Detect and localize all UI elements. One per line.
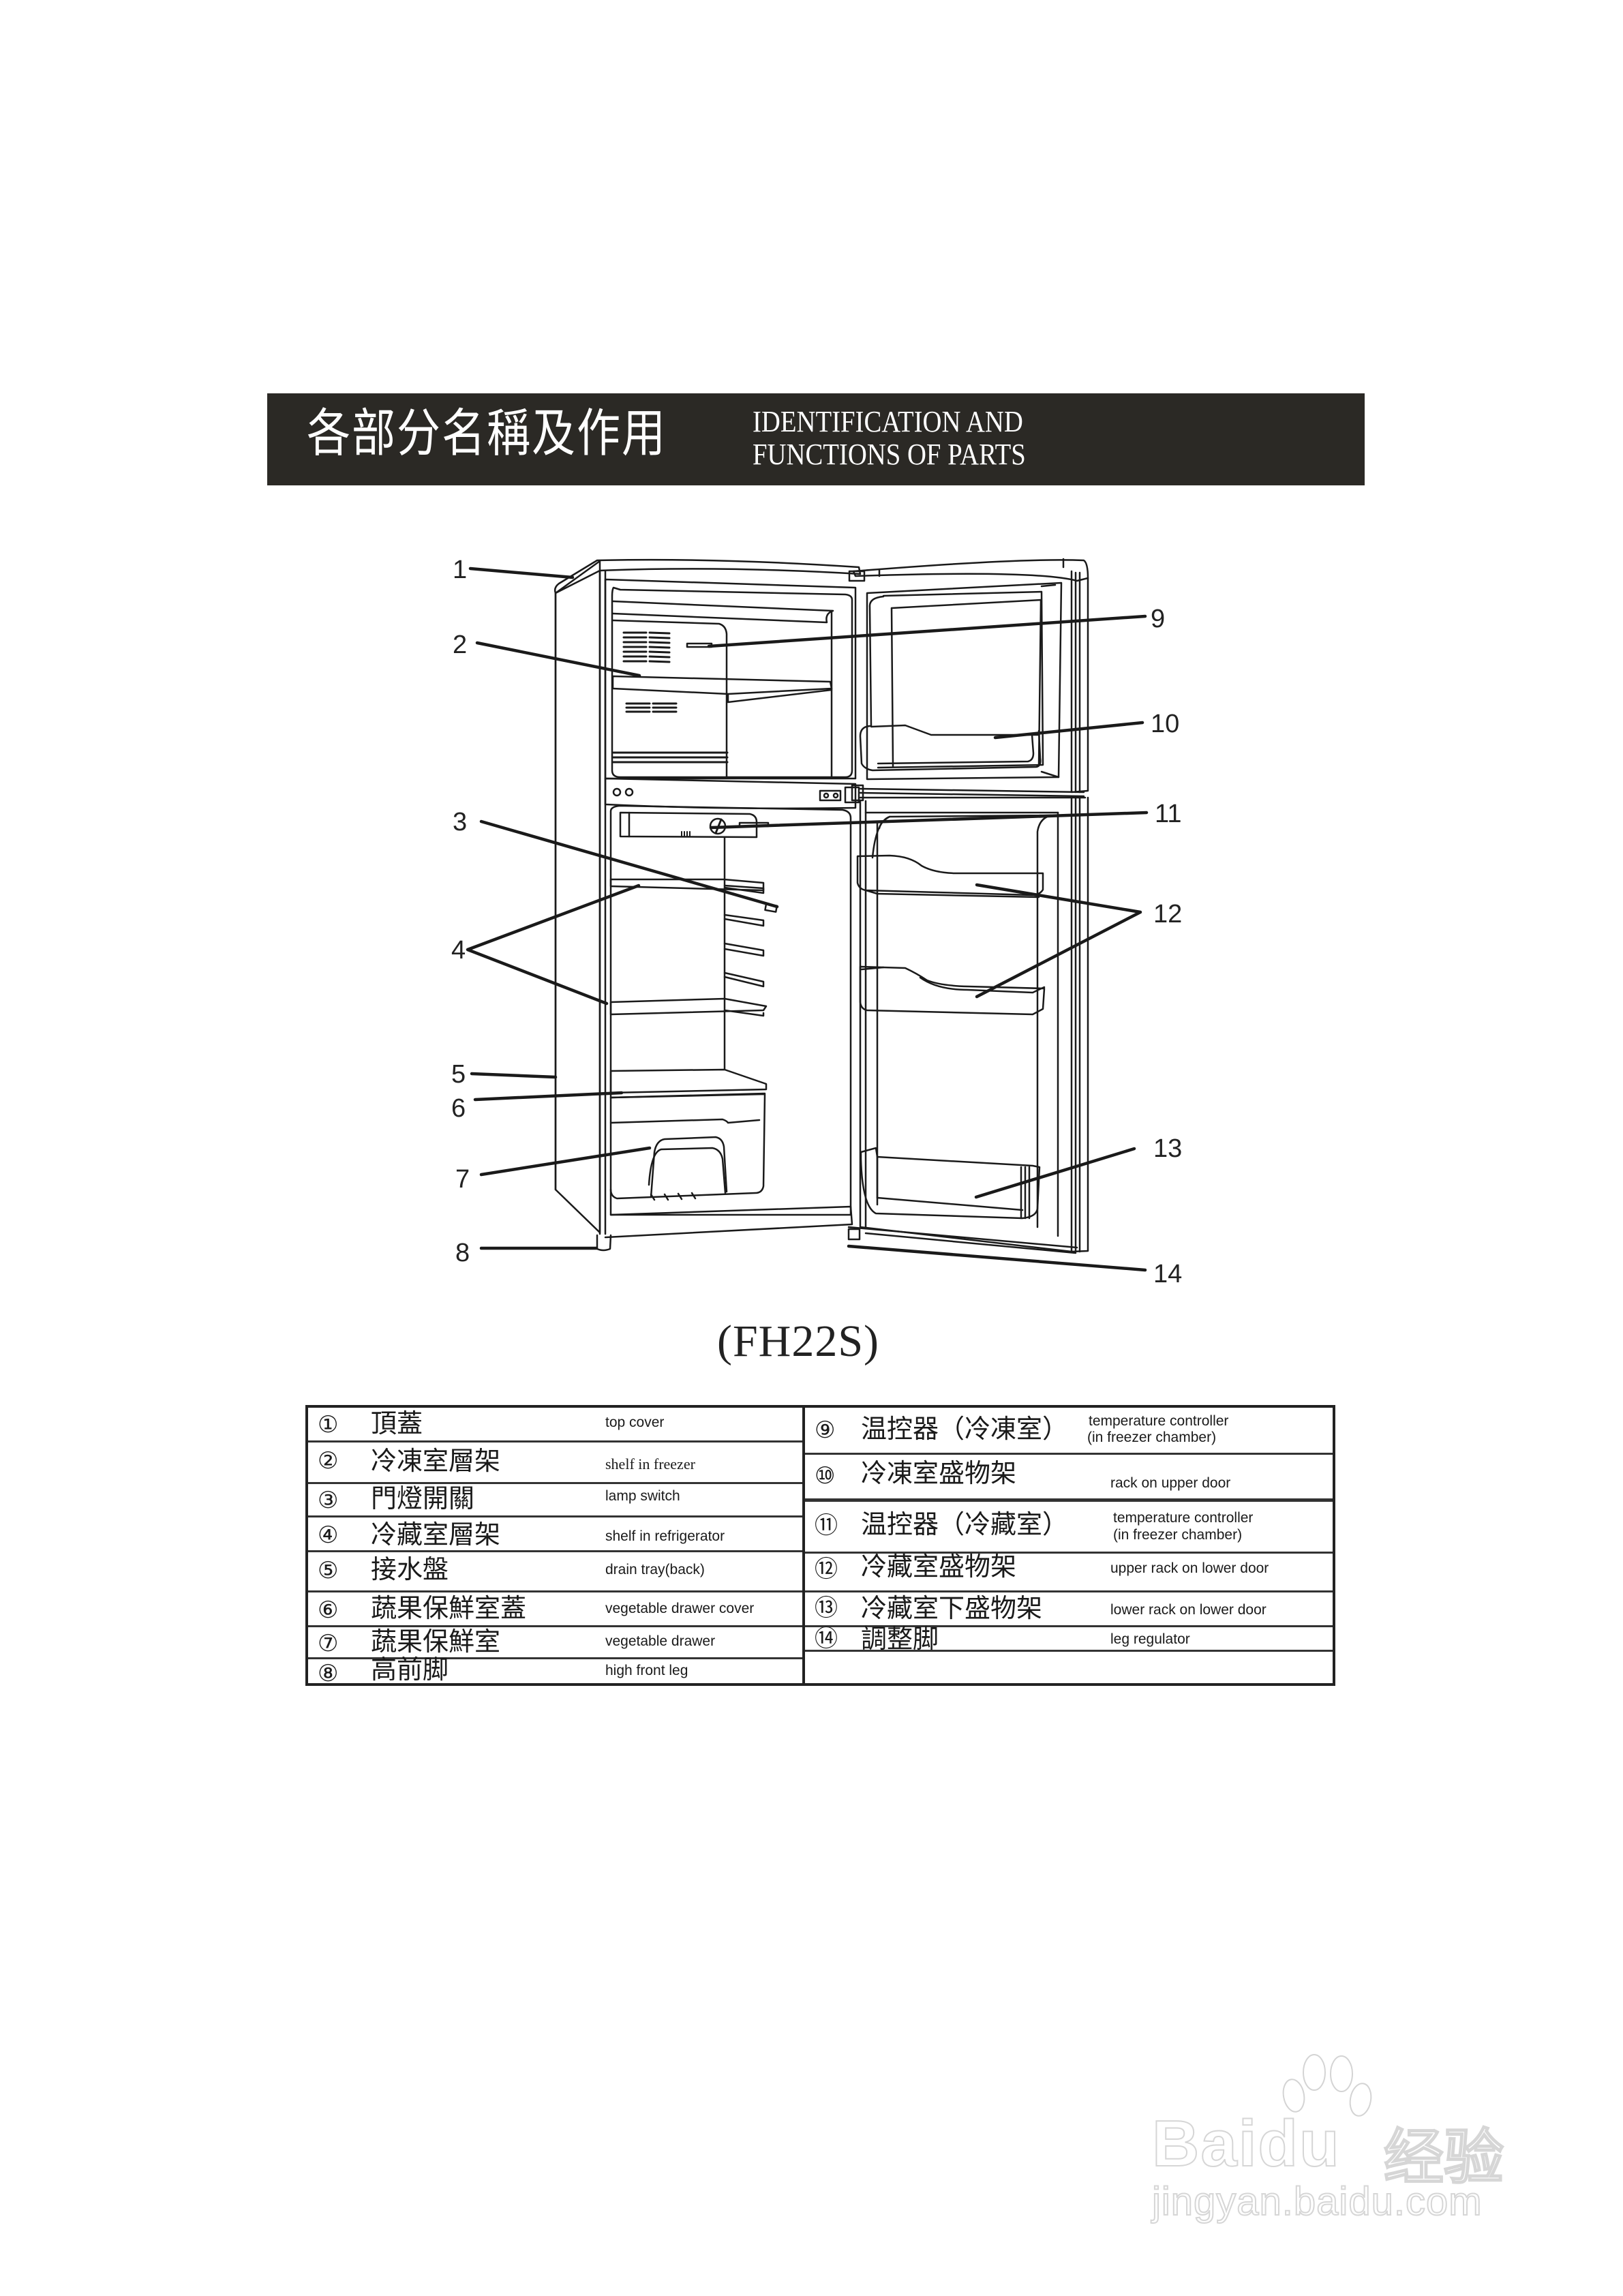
table-row: ① 頂蓋 top cover [308, 1408, 802, 1442]
header-title-cn: 各部分名稱及作用 [307, 404, 667, 464]
part-number: ⑤ [318, 1557, 339, 1584]
callout-13: 13 [1153, 1134, 1183, 1163]
part-name-cn: 調整脚 [861, 1624, 939, 1654]
part-name-en: lamp switch [605, 1488, 680, 1504]
table-row: ⑩ 冷凍室盛物架 rack on upper door [805, 1455, 1333, 1500]
part-name-en-line2: (in freezer chamber) [1087, 1430, 1217, 1445]
part-name-en: top cover [605, 1415, 665, 1430]
part-number: ④ [318, 1522, 339, 1549]
paw-icon [1282, 2054, 1372, 2117]
callout-5: 5 [451, 1060, 466, 1089]
callout-12: 12 [1153, 900, 1183, 928]
callout-9: 9 [1151, 605, 1166, 633]
callout-7: 7 [455, 1165, 470, 1194]
table-row: ④ 冷藏室層架 shelf in refrigerator [308, 1517, 802, 1552]
callout-1: 1 [453, 556, 468, 584]
part-name-cn: 温控器（冷藏室） [861, 1509, 1069, 1539]
refrigerator-diagram: 1 2 3 4 5 6 7 8 9 10 11 12 13 14 [451, 556, 1183, 1288]
part-name-en: shelf in freezer [605, 1455, 695, 1472]
part-name-cn: 蔬果保鮮室蓋 [371, 1593, 527, 1623]
header-title-en-line2: FUNCTIONS OF PARTS [753, 438, 1026, 471]
part-number: ⑥ [318, 1597, 339, 1624]
part-name-cn: 頂蓋 [371, 1408, 423, 1438]
part-number: ⑫ [815, 1556, 838, 1583]
watermark-url: jingyan.baidu.com [1151, 2179, 1483, 2224]
part-number: ③ [318, 1487, 339, 1514]
part-name-cn: 冷凍室層架 [371, 1446, 501, 1476]
header-title-en-line1: IDENTIFICATION AND [753, 405, 1023, 438]
watermark-cn: 经验 [1383, 2121, 1504, 2193]
part-name-en: leg regulator [1110, 1631, 1190, 1647]
part-number: ⑦ [318, 1630, 339, 1657]
part-name-cn: 門燈開關 [371, 1483, 475, 1513]
part-number: ⑧ [318, 1660, 339, 1687]
part-name-en: high front leg [605, 1663, 688, 1678]
callout-3: 3 [453, 808, 468, 836]
table-row: ⑭ 調整脚 leg regulator [805, 1624, 1333, 1654]
part-name-cn: 高前脚 [371, 1655, 449, 1685]
table-row: ⑦ 蔬果保鮮室 vegetable drawer [308, 1627, 802, 1659]
model-label: (FH22S) [717, 1316, 880, 1366]
part-name-en: lower rack on lower door [1110, 1602, 1266, 1618]
part-name-en: rack on upper door [1110, 1475, 1231, 1491]
part-name-cn: 冷藏室下盛物架 [861, 1593, 1043, 1623]
part-name-en: shelf in refrigerator [605, 1528, 725, 1544]
part-name-en: upper rack on lower door [1110, 1560, 1269, 1576]
section-header: 各部分名稱及作用 IDENTIFICATION AND FUNCTIONS OF… [267, 393, 1365, 485]
part-name-en: vegetable drawer [605, 1633, 716, 1649]
parts-column-left: ① 頂蓋 top cover ② 冷凍室層架 shelf in freezer … [308, 1408, 802, 1687]
baidu-watermark: Baidu 经验 jingyan.baidu.com [1151, 2052, 1534, 2224]
parts-table: ① 頂蓋 top cover ② 冷凍室層架 shelf in freezer … [305, 1405, 1335, 1686]
callout-4: 4 [451, 936, 466, 965]
part-number: ⑭ [815, 1625, 838, 1652]
table-row: ⑧ 高前脚 high front leg [308, 1655, 802, 1687]
part-name-en-line1: temperature controller [1113, 1510, 1254, 1526]
table-row: ② 冷凍室層架 shelf in freezer [308, 1442, 802, 1484]
watermark-brand: Baidu [1151, 2106, 1341, 2181]
part-number: ⑩ [815, 1462, 836, 1490]
part-name-cn: 接水盤 [371, 1554, 449, 1584]
table-row: ③ 門燈開關 lamp switch [308, 1484, 802, 1517]
header-title-en: IDENTIFICATION AND FUNCTIONS OF PARTS [753, 406, 1026, 471]
callout-6: 6 [451, 1094, 466, 1123]
part-name-en-line2: (in freezer chamber) [1113, 1527, 1243, 1543]
callout-11: 11 [1155, 800, 1182, 828]
part-number: ⑨ [815, 1417, 836, 1444]
callout-2: 2 [453, 631, 468, 659]
part-name-cn: 温控器（冷凍室） [861, 1414, 1069, 1444]
table-row: ⑤ 接水盤 drain tray(back) [308, 1552, 802, 1592]
part-name-cn: 冷藏室層架 [371, 1520, 501, 1550]
callout-8: 8 [455, 1239, 470, 1267]
table-row: ⑪ 温控器（冷藏室） temperature controller (in fr… [805, 1500, 1333, 1554]
table-row: ⑫ 冷藏室盛物架 upper rack on lower door [805, 1554, 1333, 1592]
table-row-empty [805, 1652, 1333, 1686]
callout-14: 14 [1153, 1260, 1183, 1288]
refrigerator-drawing [466, 558, 1149, 1272]
part-name-en: vegetable drawer cover [605, 1601, 755, 1616]
part-name-cn: 冷凍室盛物架 [861, 1458, 1017, 1488]
part-number: ② [318, 1447, 339, 1475]
part-name-cn: 冷藏室盛物架 [861, 1552, 1017, 1582]
part-name-en: drain tray(back) [605, 1562, 705, 1577]
part-name-cn: 蔬果保鮮室 [371, 1627, 501, 1657]
table-row: ⑥ 蔬果保鮮室蓋 vegetable drawer cover [308, 1592, 802, 1627]
parts-column-right: ⑨ 温控器（冷凍室） temperature controller (in fr… [802, 1408, 1333, 1683]
table-row: ⑨ 温控器（冷凍室） temperature controller (in fr… [805, 1408, 1333, 1455]
part-name-en-line1: temperature controller [1089, 1413, 1229, 1429]
part-number: ⑪ [815, 1512, 838, 1539]
part-number: ① [318, 1411, 339, 1438]
callout-10: 10 [1151, 710, 1180, 738]
table-row: ⑬ 冷藏室下盛物架 lower rack on lower door [805, 1592, 1333, 1627]
part-number: ⑬ [815, 1595, 838, 1622]
